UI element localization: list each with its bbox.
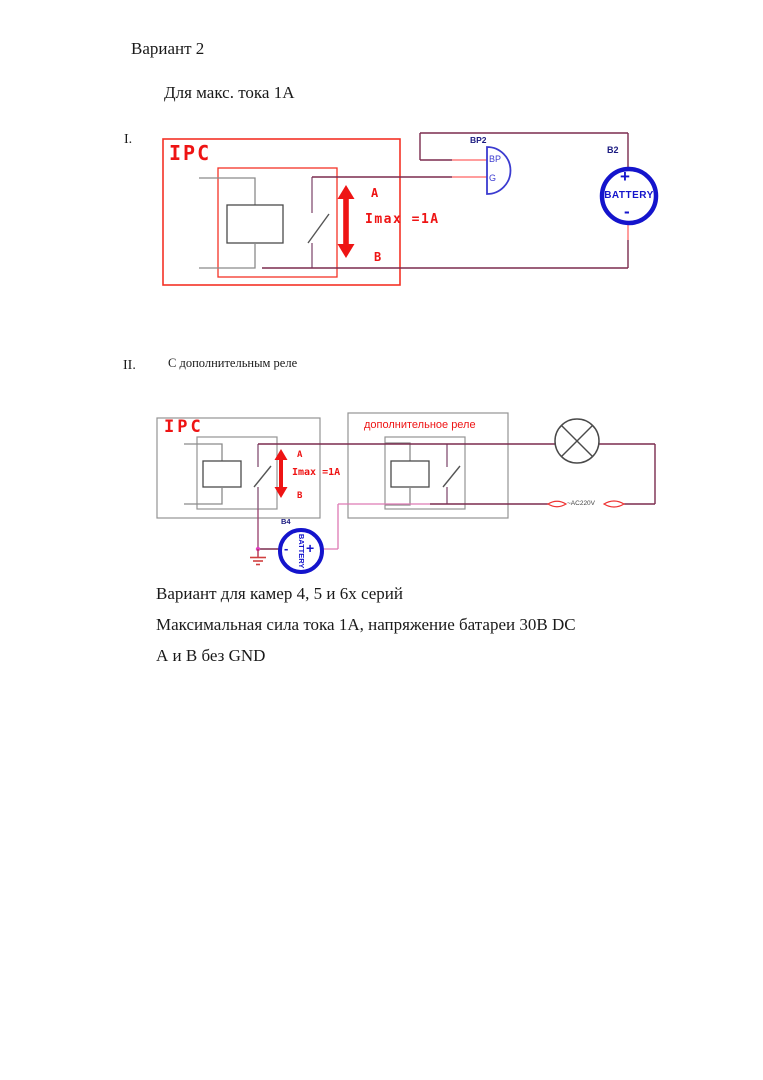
ipc2-label: IPC xyxy=(164,417,204,437)
coil2-lead-bottom xyxy=(184,487,223,505)
terminal-a-label: A xyxy=(371,186,379,200)
b4-minus-label: - xyxy=(284,541,289,556)
wire2-maroon xyxy=(258,443,656,550)
ac220v-label: ~AC220V xyxy=(567,500,596,507)
current-arrow-icon xyxy=(337,185,355,258)
relay-coil-symbol xyxy=(226,204,284,244)
switch-blade xyxy=(307,213,330,244)
relay2-outer-box xyxy=(347,412,509,519)
page-subtitle: Для макс. тока 1А xyxy=(164,83,295,102)
b4-battery-label: BATTERY xyxy=(297,533,307,569)
b2-battery-label: BATTERY xyxy=(604,190,654,201)
lamp-icon xyxy=(554,418,600,464)
imax2-label: Imax =1A xyxy=(292,467,341,478)
switch2-blade xyxy=(253,465,272,488)
ac-connector-icon xyxy=(546,500,568,508)
relay2-label: дополнительное реле xyxy=(364,419,476,431)
b2-minus-label: - xyxy=(624,202,630,221)
pin-bp-label: BP xyxy=(489,154,502,164)
page-title: Вариант 2 xyxy=(131,39,205,58)
ipc-outer-box xyxy=(162,138,401,286)
pin-g-label: G xyxy=(489,173,497,183)
relay-coil2-symbol xyxy=(202,460,242,488)
switch3-blade xyxy=(442,465,461,488)
wire-maroon xyxy=(262,132,629,269)
current-arrow2-icon xyxy=(274,449,288,498)
battery-b2-icon xyxy=(599,166,659,226)
ac-connector2-icon xyxy=(602,500,626,508)
bp2-connector-icon xyxy=(486,146,512,195)
bp2-ref-label: BP2 xyxy=(470,135,487,145)
battery-b4-icon xyxy=(278,528,324,574)
imax-label: Imax =1A xyxy=(365,212,440,227)
ipc2-outer-box xyxy=(156,417,321,519)
coil2-lead-top xyxy=(184,443,223,461)
circuit2-diagram xyxy=(156,412,656,574)
ipc-label: IPC xyxy=(169,141,212,165)
terminal-b-label: B xyxy=(374,250,382,264)
coil3-lead-bottom xyxy=(385,487,411,506)
b4-plus-label: + xyxy=(306,540,315,556)
b2-plus-label: + xyxy=(620,167,630,186)
relay2-inner-box xyxy=(384,436,466,510)
terminal-b2-label: B xyxy=(297,491,303,501)
circuit1-diagram xyxy=(162,132,659,286)
section2-title: С дополнительным реле xyxy=(168,356,298,370)
coil-lead-top xyxy=(199,177,256,205)
coil3-lead-top xyxy=(385,442,411,461)
ipc2-inner-box xyxy=(196,436,278,510)
terminal-a2-label: A xyxy=(297,450,303,460)
section2-numeral: II. xyxy=(123,358,136,373)
coil-lead-bottom xyxy=(199,243,256,269)
wire2-pink xyxy=(322,503,430,550)
ipc-inner-box xyxy=(217,167,338,278)
section1-numeral: I. xyxy=(124,132,133,147)
relay-coil3-symbol xyxy=(390,460,430,488)
ground-icon xyxy=(250,556,266,566)
footer-line-3: А и В без GND xyxy=(156,646,266,665)
b2-ref-label: B2 xyxy=(607,145,619,155)
b4-ref-label: B4 xyxy=(281,517,291,526)
footer-line-2: Максимальная сила тока 1А, напряжение ба… xyxy=(156,615,576,634)
footer-line-1: Вариант для камер 4, 5 и 6х серий xyxy=(156,584,403,603)
